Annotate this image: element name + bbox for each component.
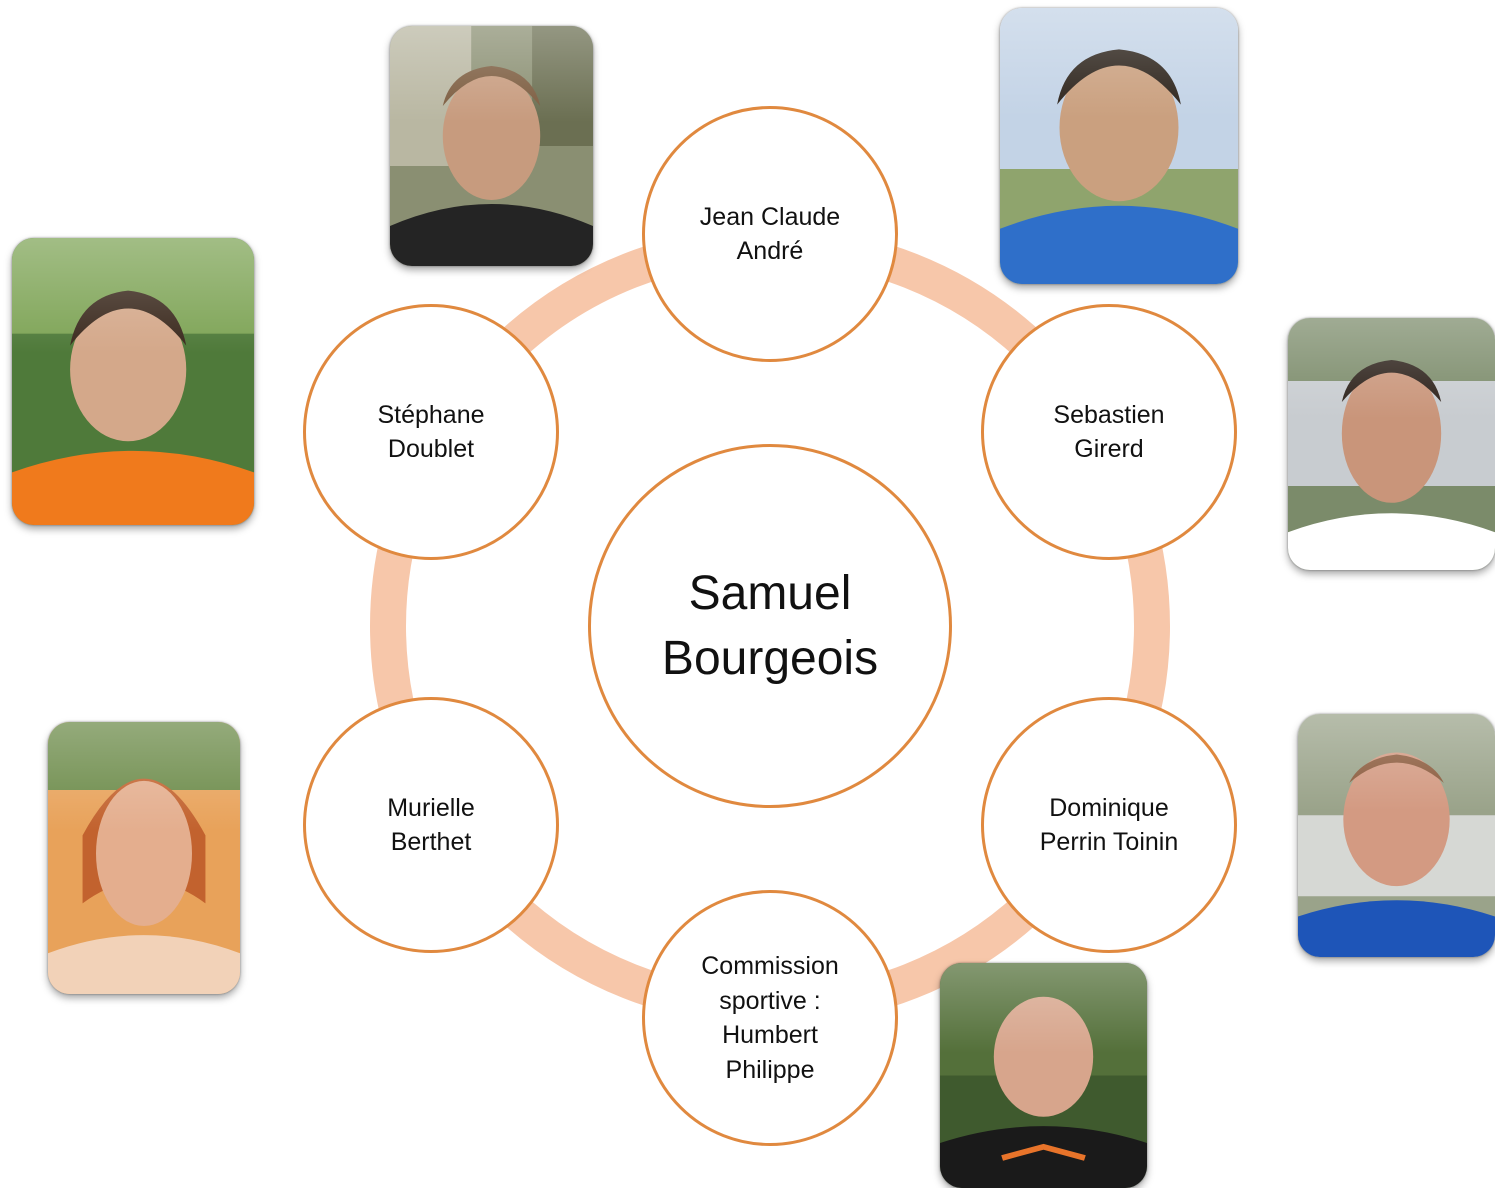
member-node-label: Sebastien Girerd xyxy=(1053,400,1165,464)
portrait-photo-sebastien-girerd xyxy=(1000,8,1238,284)
center-node: Samuel Bourgeois xyxy=(588,444,952,808)
member-node-label: Commission sportive : Humbert Philippe xyxy=(701,952,839,1084)
person-photo-icon xyxy=(940,963,1147,1188)
member-node-label: Murielle Berthet xyxy=(387,793,475,857)
person-photo-icon xyxy=(1000,8,1238,284)
portrait-photo-humbert-philippe xyxy=(940,963,1147,1188)
member-node-stephane-doublet: Stéphane Doublet xyxy=(303,304,559,560)
portrait-photo-dominique-perrin-toinin xyxy=(1298,714,1495,957)
portrait-photo-sebastien-girerd-2 xyxy=(1288,318,1495,570)
member-node-commission-sportive: Commission sportive : Humbert Philippe xyxy=(642,890,898,1146)
member-node-sebastien-girerd: Sebastien Girerd xyxy=(981,304,1237,560)
portrait-photo-stephane-doublet xyxy=(12,238,254,525)
person-photo-icon xyxy=(12,238,254,525)
person-photo-icon xyxy=(48,722,240,994)
person-photo-icon xyxy=(390,26,593,266)
portrait-photo-murielle-berthet xyxy=(48,722,240,994)
member-node-label: Dominique Perrin Toinin xyxy=(1039,793,1179,857)
person-photo-icon xyxy=(1298,714,1495,957)
member-node-label: Jean Claude André xyxy=(699,202,841,266)
center-node-label: Samuel Bourgeois xyxy=(661,566,879,685)
member-node-murielle-berthet: Murielle Berthet xyxy=(303,697,559,953)
member-node-label: Stéphane Doublet xyxy=(377,400,485,464)
person-photo-icon xyxy=(1288,318,1495,570)
member-node-jean-claude-andre: Jean Claude André xyxy=(642,106,898,362)
portrait-photo-jean-claude-andre xyxy=(390,26,593,266)
member-node-dominique-perrin-toinin: Dominique Perrin Toinin xyxy=(981,697,1237,953)
